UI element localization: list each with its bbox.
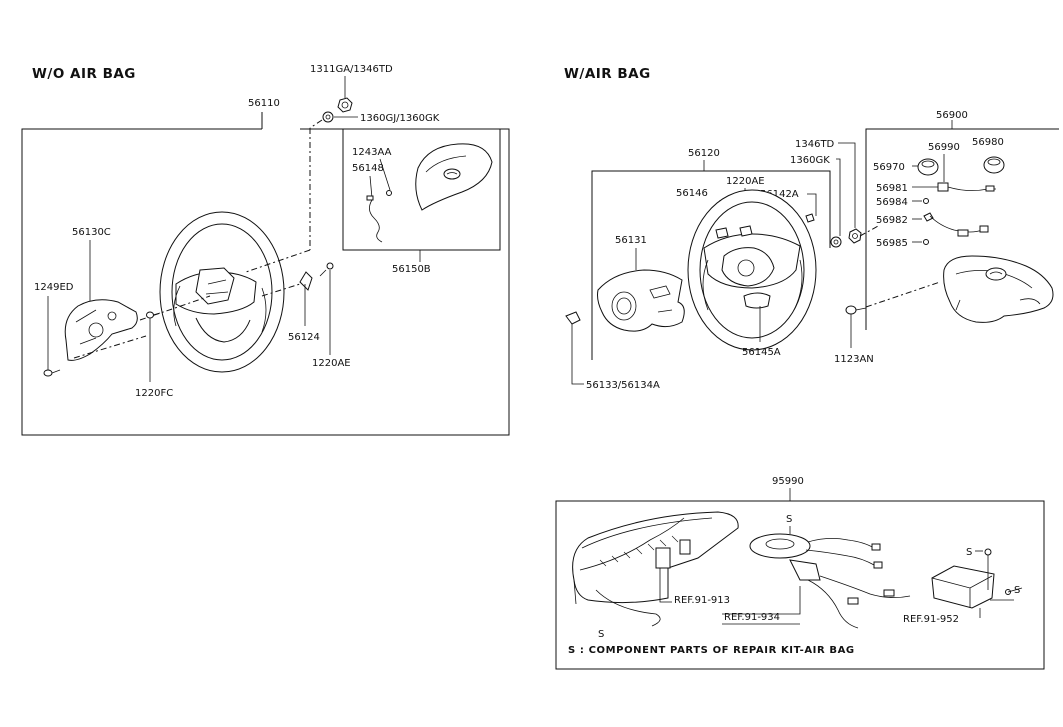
airbag-wiring-icon xyxy=(923,182,996,245)
screw-icon xyxy=(319,262,334,277)
marker-s: S xyxy=(598,629,604,640)
bolt-icon xyxy=(845,305,867,315)
nut-icon xyxy=(337,97,353,113)
horn-contact-icon xyxy=(299,271,313,292)
without-airbag-section: W/O AIR BAG 56110 1311GA/1346TD 1360GJ/1… xyxy=(21,64,510,436)
airbag-steering-wheel-icon xyxy=(687,189,817,351)
label-56131: 56131 xyxy=(615,235,647,246)
label-56130c: 56130C xyxy=(72,227,111,238)
horn-pad-inset xyxy=(342,129,501,251)
with-airbag-title: W/AIR BAG xyxy=(564,66,651,82)
screw-icon xyxy=(43,369,61,377)
screw-icon xyxy=(146,311,161,319)
label-56124: 56124 xyxy=(288,332,320,343)
airbag-wheel-frame xyxy=(591,170,831,360)
label-56133-56134a: 56133/56134A xyxy=(586,380,660,391)
label-1243aa: 1243AA xyxy=(352,147,392,158)
repair-kit-frame xyxy=(555,500,1045,670)
label-56970: 56970 xyxy=(873,162,905,173)
label-56120: 56120 xyxy=(688,148,720,159)
without-airbag-title: W/O AIR BAG xyxy=(32,66,136,82)
label-56981: 56981 xyxy=(876,183,908,194)
label-56148: 56148 xyxy=(352,163,384,174)
label-56900: 56900 xyxy=(936,110,968,121)
label-56982: 56982 xyxy=(876,215,908,226)
washer-icon xyxy=(830,236,842,248)
with-airbag-section: W/AIR BAG 56900 1346TD 1360GK 56120 1220… xyxy=(564,66,1059,391)
horn-pad-icon xyxy=(415,143,493,211)
lower-cover-icon xyxy=(565,311,581,325)
nut-icon xyxy=(848,228,862,244)
label-1360gj-1360gk: 1360GJ/1360GK xyxy=(360,113,440,124)
label-1346td: 1346TD xyxy=(795,139,835,150)
label-56146: 56146 xyxy=(676,188,708,199)
label-1220fc: 1220FC xyxy=(135,388,173,399)
label-56142a: 56142A xyxy=(760,189,799,200)
clock-spring-icon xyxy=(749,533,911,629)
ref-91-913: REF.91-913 xyxy=(674,595,730,606)
airbag-pad-icon xyxy=(943,255,1054,323)
ref-91-952: REF.91-952 xyxy=(903,614,959,625)
label-1360gk: 1360GK xyxy=(790,155,830,166)
without-airbag-frame xyxy=(21,128,510,436)
label-56150b: 56150B xyxy=(392,264,431,275)
repair-kit-note: S : COMPONENT PARTS OF REPAIR KIT-AIR BA… xyxy=(568,645,855,656)
label-95990: 95990 xyxy=(772,476,804,487)
airbag-module-frame xyxy=(865,128,1059,330)
label-1249ed: 1249ED xyxy=(34,282,74,293)
horn-wire-icon xyxy=(366,190,392,243)
label-1220ae-right: 1220AE xyxy=(726,176,765,187)
label-56980: 56980 xyxy=(972,137,1004,148)
inflator-cap-icon xyxy=(917,158,939,176)
washer-icon xyxy=(322,111,334,123)
ref-91-934: REF.91-934 xyxy=(724,612,780,623)
label-56145a: 56145A xyxy=(742,347,781,358)
label-56990: 56990 xyxy=(928,142,960,153)
label-1311ga-1346td: 1311GA/1346TD xyxy=(310,64,393,75)
label-1123an: 1123AN xyxy=(834,354,874,365)
sensor-unit-icon xyxy=(931,548,1023,609)
label-1220ae: 1220AE xyxy=(312,358,351,369)
marker-s: S xyxy=(1014,585,1020,596)
label-56985: 56985 xyxy=(876,238,908,249)
dashboard-harness-icon xyxy=(572,511,739,627)
marker-s: S xyxy=(966,547,972,558)
marker-s: S xyxy=(786,514,792,525)
label-56110: 56110 xyxy=(248,98,280,109)
label-56984: 56984 xyxy=(876,197,908,208)
rear-cover-icon xyxy=(64,299,138,361)
steering-wheel-icon xyxy=(159,211,285,373)
repair-kit-section: 95990 S REF.91-913 S xyxy=(555,476,1045,670)
inflator-cap-icon xyxy=(983,156,1005,174)
rear-cover-icon xyxy=(597,269,685,332)
